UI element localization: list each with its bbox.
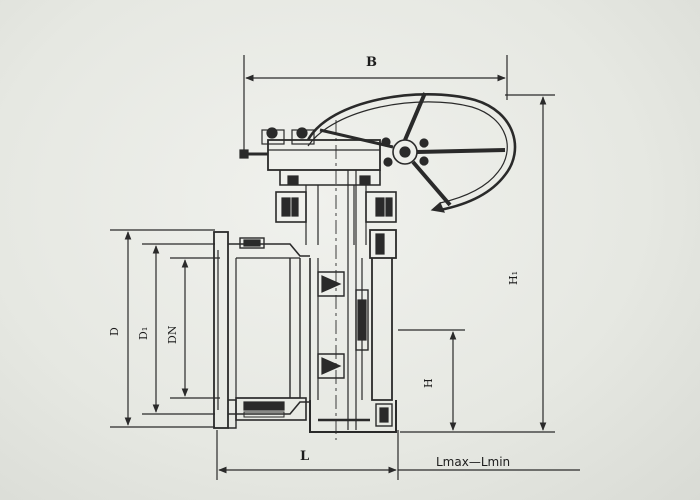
expansion-sleeve [213,231,310,429]
dimension-h [398,329,465,431]
dimension-h1 [400,94,555,433]
label-h1: H₁ [507,271,520,285]
dimension-dn [170,257,220,399]
label-d1: D₁ [137,327,150,340]
dimension-d [110,229,215,428]
dimension-d1 [142,243,215,415]
label-h: H [422,378,435,388]
label-b: B [366,55,377,70]
handwheel [306,92,517,213]
stem-centerline [335,120,357,440]
label-lmax-lmin: Lmax—Lmin [436,455,510,469]
dimension-b [243,55,508,150]
bonnet-yoke [275,185,397,245]
label-d: D [108,327,121,336]
label-l: L [300,449,309,464]
label-dn: DN [166,325,179,344]
valve-body [309,229,397,433]
gearbox-housing [239,127,381,186]
dimension-l [216,430,580,480]
